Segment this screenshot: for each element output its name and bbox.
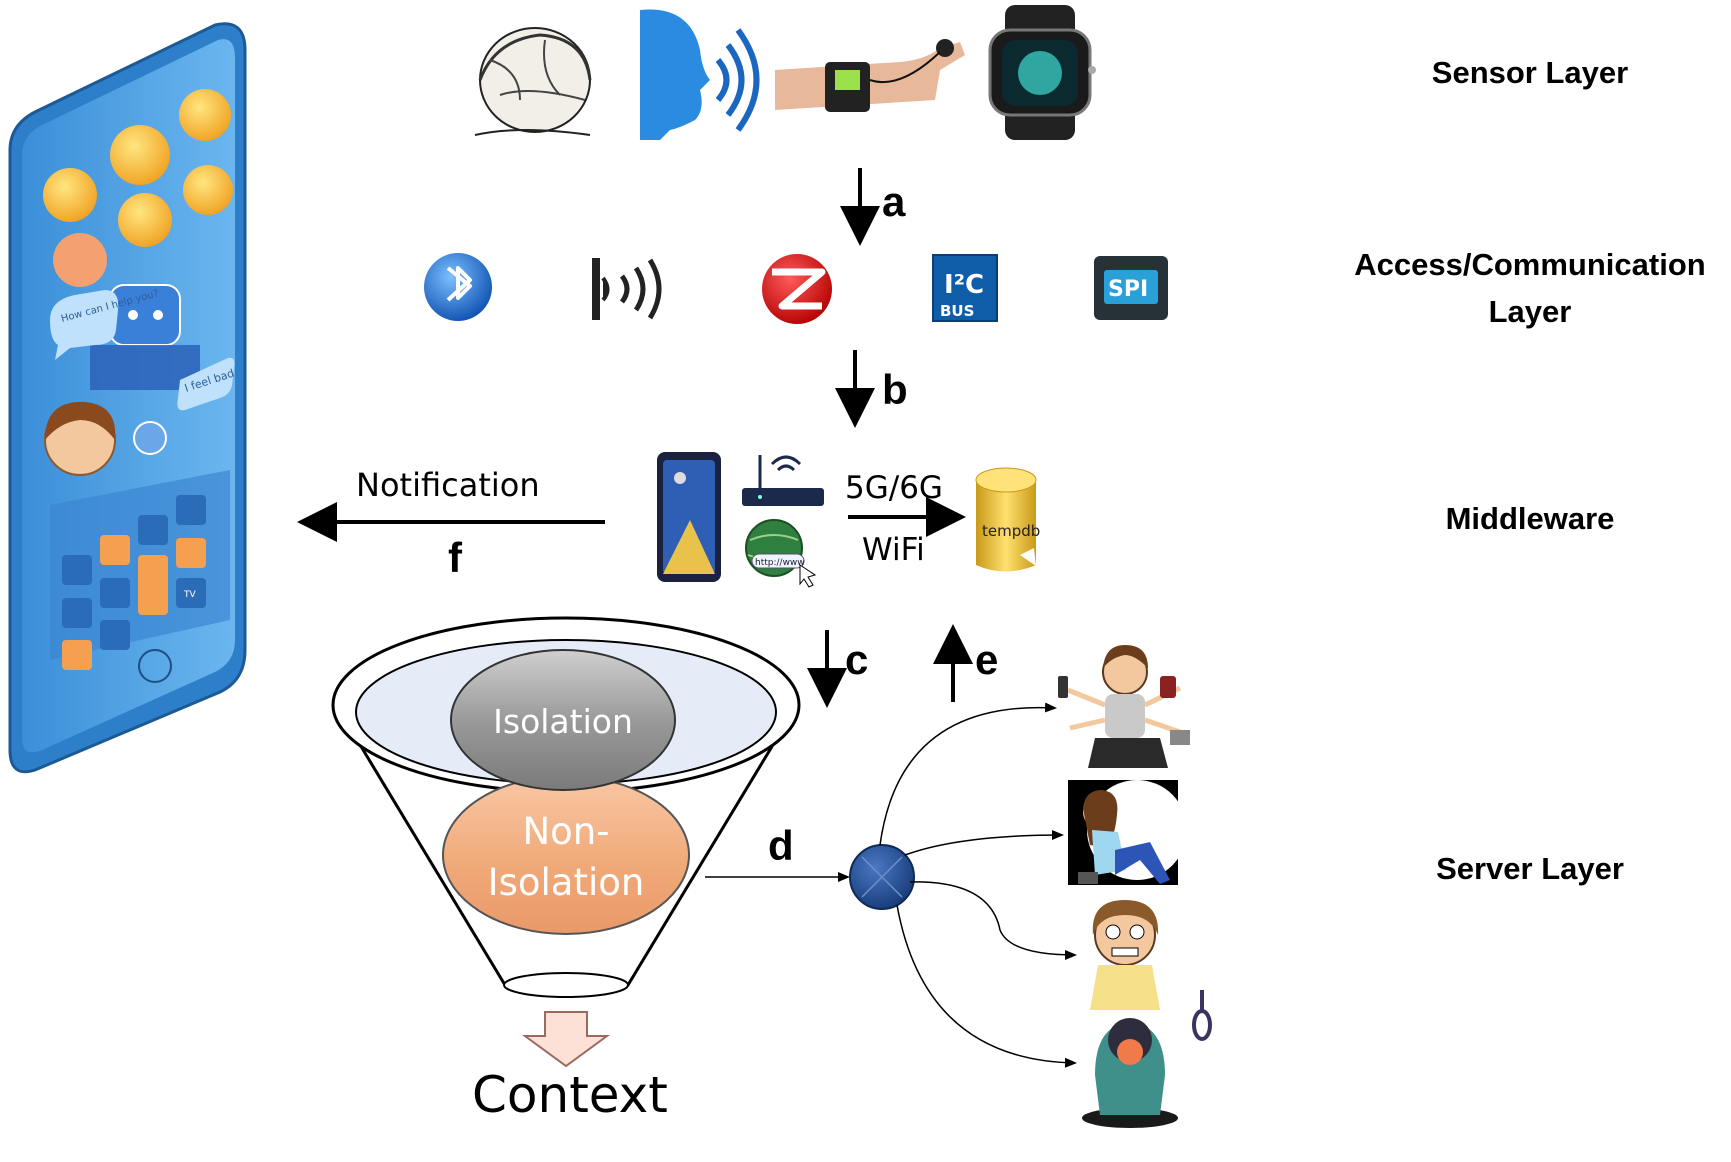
depressed-person-icon xyxy=(1082,1018,1178,1128)
database-icon: tempdb xyxy=(975,467,1040,572)
network-wifi-label: WiFi xyxy=(862,532,925,568)
non-isolation-label-line2: Isolation xyxy=(488,861,645,904)
smartphone-illustration: How can I help you? I feel bad xyxy=(8,22,247,774)
tempdb-label: tempdb xyxy=(982,522,1040,540)
bulb-tile-icon xyxy=(100,535,130,565)
multitasking-woman-icon xyxy=(1058,645,1190,768)
arrow-label-b: b xyxy=(882,366,908,413)
phone-tile-icon xyxy=(138,555,168,615)
spi-label: SPI xyxy=(1108,277,1148,302)
smart-home-tiles: TV xyxy=(62,495,206,670)
middleware-smartphone-icon xyxy=(657,452,721,582)
non-isolation-class: Non- Isolation xyxy=(442,775,690,935)
branch-arrow-3 xyxy=(909,881,1077,960)
smartwatch-icon xyxy=(988,5,1096,140)
bluetooth-icon xyxy=(424,253,492,321)
isolated-woman-icon xyxy=(1068,780,1187,885)
lock-tile-icon xyxy=(100,620,130,650)
middleware-label: Middleware xyxy=(1445,501,1615,536)
sensor-layer-label: Sensor Layer xyxy=(1431,55,1629,90)
snowflake-tile-icon xyxy=(138,515,168,545)
tv-tile-label: TV xyxy=(183,590,196,600)
chat-bubble-right: I feel bad xyxy=(177,357,236,411)
branch-arrow-1 xyxy=(879,702,1057,846)
context-label: Context xyxy=(472,1066,668,1124)
flower-icon xyxy=(133,421,167,455)
tv-tile-icon xyxy=(176,578,206,608)
worried-emoji-icon xyxy=(110,125,170,185)
anxious-woman-icon xyxy=(1090,900,1160,1010)
anxious-emoji-icon xyxy=(183,165,233,215)
camera-tile-icon xyxy=(176,538,206,568)
arrow-label-d: d xyxy=(768,822,794,869)
arrow-label-a: a xyxy=(882,178,906,225)
context-down-arrow-icon xyxy=(521,1011,611,1068)
nfc-rfid-icon xyxy=(592,258,662,320)
arrow-label-c: c xyxy=(845,636,869,683)
spi-icon: SPI xyxy=(1094,256,1168,320)
isolation-label: Isolation xyxy=(493,702,633,741)
heater-tile-icon xyxy=(62,640,92,670)
eeg-head-icon xyxy=(474,27,592,136)
screaming-emoji-icon xyxy=(118,193,172,247)
server-layer-label: Server Layer xyxy=(1436,851,1624,886)
fan2-tile-icon xyxy=(62,598,92,628)
router-icon xyxy=(742,455,824,506)
angry-emoji-icon xyxy=(53,233,107,287)
url-label: http://www xyxy=(755,558,805,568)
branch-arrow-4 xyxy=(896,904,1077,1068)
web-globe-icon: http://www xyxy=(745,519,817,588)
non-isolation-label-line1: Non- xyxy=(522,810,609,853)
voice-icon xyxy=(640,9,760,140)
clock-tile-icon xyxy=(100,578,130,608)
access-layer-label-line1: Access/Communication xyxy=(1354,247,1706,282)
crying-emoji-icon xyxy=(43,168,97,222)
arrow-label-f: f xyxy=(448,534,462,581)
branch-arrow-2 xyxy=(904,830,1064,856)
water-drop-tile-icon xyxy=(176,495,206,525)
i2c-bus-label: I²C xyxy=(944,270,984,300)
notification-label: Notification xyxy=(356,466,540,504)
access-layer-label: Access/Communication Layer xyxy=(1330,242,1730,335)
home-button xyxy=(138,649,172,683)
wrist-sensor-icon xyxy=(775,39,965,112)
i2c-bus-sublabel: BUS xyxy=(940,302,974,320)
isolation-class: Isolation xyxy=(450,649,676,791)
zigbee-icon xyxy=(762,254,832,324)
facepalm-emoji-icon xyxy=(179,89,231,141)
access-layer-label-line2: Layer xyxy=(1488,293,1572,329)
fan-tile-icon xyxy=(62,555,92,585)
i2c-bus-icon: I²C BUS xyxy=(932,254,998,322)
arrow-label-e: e xyxy=(975,636,999,683)
noose-icon xyxy=(1192,990,1212,1041)
